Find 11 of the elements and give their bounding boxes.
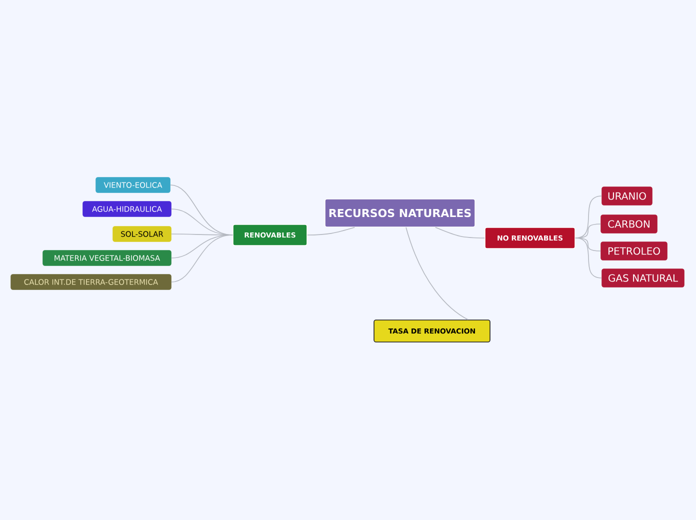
connector: [406, 227, 468, 320]
subtopic-box: URANIO: [602, 186, 652, 206]
root-topic-box: RECURSOS NATURALES: [324, 198, 476, 228]
subtopic-box: CARBON: [600, 214, 658, 234]
subtopic-box: GAS NATURAL: [602, 268, 684, 288]
connector: [575, 238, 601, 252]
connector: [307, 227, 355, 236]
connector: [435, 227, 485, 238]
connector: [575, 238, 602, 278]
subtopic-box: PETROLEO: [600, 242, 668, 260]
connector: [171, 234, 233, 282]
